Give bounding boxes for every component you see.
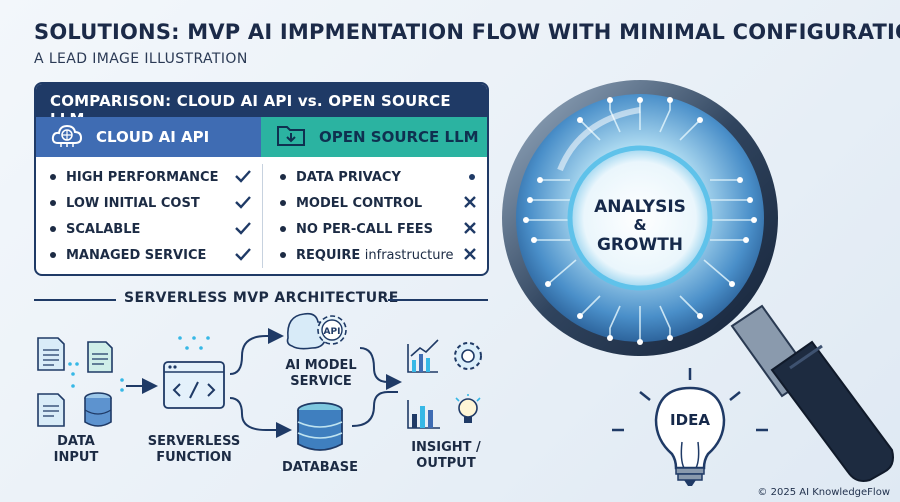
bullet-icon	[280, 226, 286, 232]
section-rule-right	[388, 299, 488, 301]
line-chart-icon	[407, 339, 439, 373]
label-line: SERVERLESS	[147, 434, 241, 449]
dot-icon	[469, 174, 475, 180]
bullet-icon	[50, 252, 56, 258]
flow-arrow	[229, 397, 292, 438]
bullet-icon	[280, 200, 286, 206]
list-item-text: LOW INITIAL COST	[66, 195, 200, 211]
cloud-network-icon	[50, 121, 84, 153]
open-source-header: OPEN SOURCE LLM	[261, 117, 487, 157]
open-source-list: DATA PRIVACY MODEL CONTROL NO PER-CALL F…	[276, 164, 481, 268]
label-line: FUNCTION	[156, 450, 232, 465]
list-item: MANAGED SERVICE	[46, 242, 254, 268]
cross-icon	[464, 248, 476, 260]
document-icon	[87, 341, 113, 373]
magnifier-illustration: ANALYSIS & GROWTH IDEA	[502, 80, 894, 486]
label-line: INSIGHT /	[411, 440, 481, 455]
architecture-diagram: API	[37, 312, 482, 451]
label-line: DATABASE	[282, 460, 358, 475]
architecture-title: SERVERLESS MVP ARCHITECTURE	[124, 290, 399, 306]
bar-chart-icon	[407, 400, 440, 429]
idea-text: IDEA	[670, 411, 710, 429]
page-subtitle: A LEAD IMAGE ILLUSTRATION	[34, 51, 248, 67]
flow-arrow	[229, 328, 284, 375]
bullet-icon	[50, 200, 56, 206]
label-line: OUTPUT	[416, 456, 476, 471]
list-item-text: SCALABLE	[66, 221, 141, 237]
check-icon	[235, 222, 251, 235]
data-input-label: DATA INPUT	[38, 434, 114, 466]
list-item: LOW INITIAL COST	[46, 190, 254, 216]
list-item-text-prefix: REQUIRE	[296, 247, 361, 263]
list-item: DATA PRIVACY	[276, 164, 481, 190]
section-rule-left	[34, 299, 116, 301]
list-item-text: MODEL CONTROL	[296, 195, 423, 211]
page-title: SOLUTIONS: MVP AI IMPMENTATION FLOW WITH…	[34, 20, 900, 44]
api-badge-text: API	[324, 327, 341, 337]
bullet-icon	[280, 252, 286, 258]
growth-text: GROWTH	[597, 235, 683, 255]
code-window-icon	[163, 361, 225, 409]
lightbulb-icon	[455, 394, 481, 423]
comparison-card: COMPARISON: CLOUD AI API vs. OPEN SOURCE…	[34, 82, 489, 276]
list-item: MODEL CONTROL	[276, 190, 481, 216]
check-icon	[235, 196, 251, 209]
bullet-icon	[50, 226, 56, 232]
cross-icon	[464, 222, 476, 234]
database-label: DATABASE	[270, 460, 370, 476]
list-item: NO PER-CALL FEES	[276, 216, 481, 242]
cloud-benefits-list: HIGH PERFORMANCE LOW INITIAL COST SCALAB…	[46, 164, 254, 268]
cloud-ai-label: CLOUD AI API	[96, 128, 210, 146]
connector-dots	[178, 336, 210, 350]
flow-arrow	[351, 391, 398, 427]
check-icon	[235, 170, 251, 183]
idea-lightbulb-icon	[612, 368, 768, 486]
list-item-text: DATA PRIVACY	[296, 169, 401, 185]
check-icon	[235, 248, 251, 261]
document-icon	[37, 393, 65, 427]
open-source-label: OPEN SOURCE LLM	[319, 128, 479, 146]
list-item: SCALABLE	[46, 216, 254, 242]
list-item: HIGH PERFORMANCE	[46, 164, 254, 190]
analysis-text: ANALYSIS	[594, 197, 686, 217]
list-item-text: REQUIRE infrastructure	[296, 248, 454, 263]
cross-icon	[464, 196, 476, 208]
label-line: INPUT	[53, 450, 99, 465]
circuit-nodes	[523, 97, 757, 345]
label-line: DATA	[57, 434, 95, 449]
gear-icon	[454, 342, 482, 370]
label-line: AI MODEL	[285, 358, 357, 373]
bullet-icon	[50, 174, 56, 180]
comparison-title: COMPARISON: CLOUD AI API vs. OPEN SOURCE…	[36, 84, 487, 128]
serverless-function-label: SERVERLESS FUNCTION	[138, 434, 250, 466]
list-item: REQUIRE infrastructure	[276, 242, 481, 268]
insight-output-label: INSIGHT / OUTPUT	[398, 440, 494, 472]
magnifier-handle	[730, 304, 894, 482]
database-icon	[84, 392, 112, 427]
database-icon	[297, 402, 343, 451]
connector-dots	[68, 362, 124, 392]
flow-arrow	[359, 347, 402, 390]
list-item-text: NO PER-CALL FEES	[296, 221, 433, 237]
ai-model-service-label: AI MODEL SERVICE	[262, 358, 380, 390]
list-item-text: MANAGED SERVICE	[66, 247, 207, 263]
analysis-disc	[567, 145, 713, 291]
ampersand-text: &	[633, 216, 646, 234]
folder-download-icon	[275, 121, 307, 153]
label-line: SERVICE	[290, 374, 352, 389]
bullet-icon	[280, 174, 286, 180]
circuit-pattern	[526, 100, 754, 342]
lens-glare	[557, 107, 641, 172]
document-icon	[37, 337, 65, 371]
brain-gear-icon: API	[286, 312, 347, 350]
copyright-text: © 2025 AI KnowledgeFlow	[757, 487, 890, 498]
column-divider	[262, 164, 263, 268]
cloud-ai-header: CLOUD AI API	[36, 117, 261, 157]
list-item-text-suffix: infrastructure	[364, 247, 454, 263]
list-item-text: HIGH PERFORMANCE	[66, 169, 219, 185]
